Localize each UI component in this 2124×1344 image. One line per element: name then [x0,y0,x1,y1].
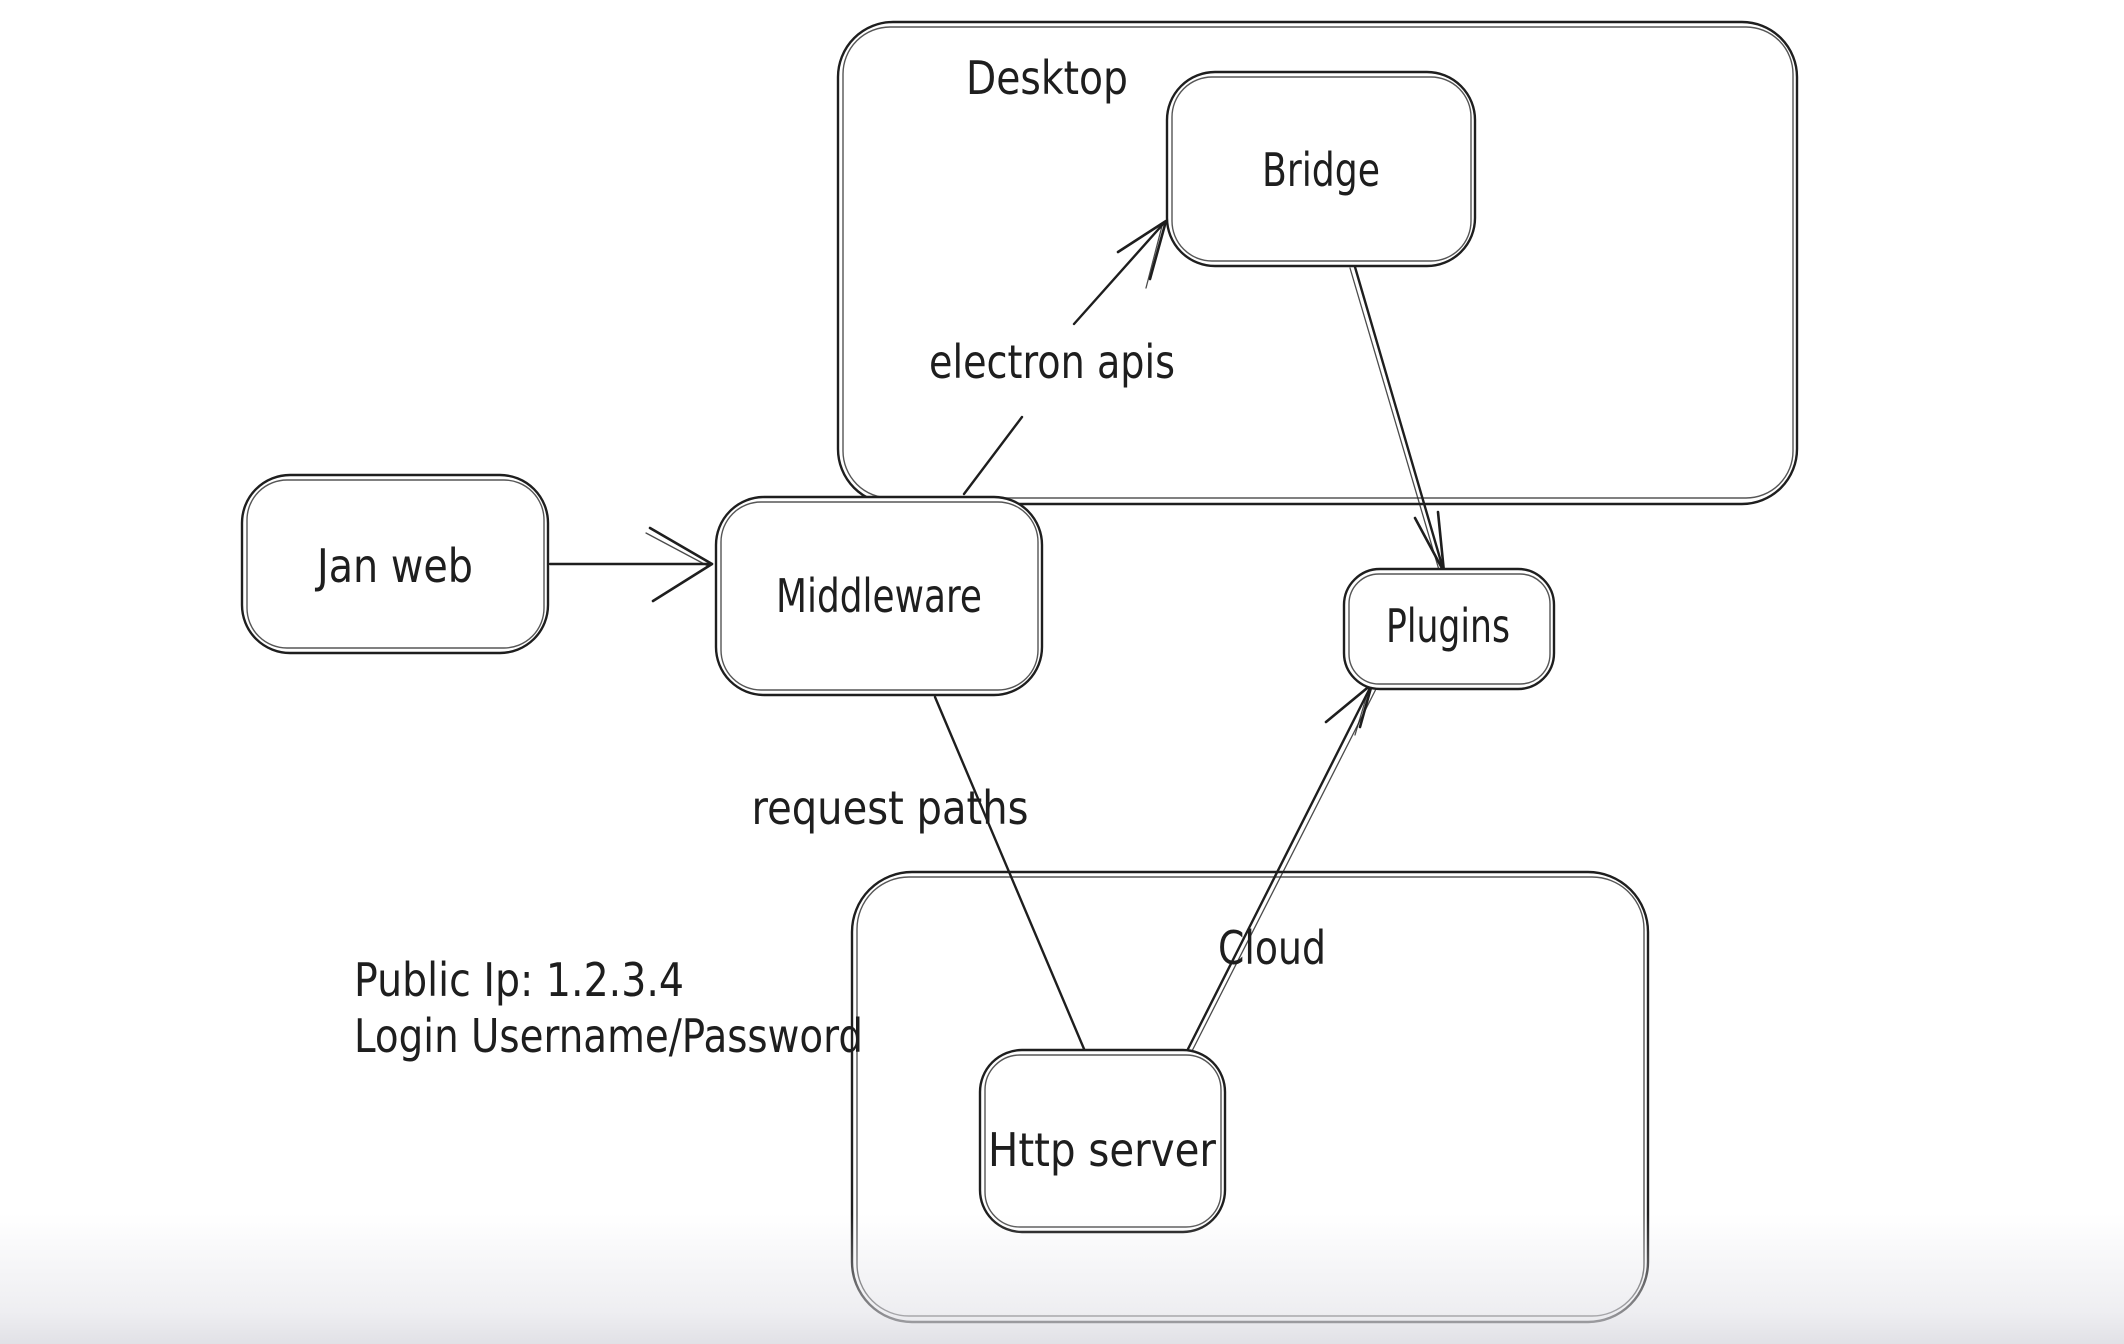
arrowhead-sketch [645,532,709,567]
node-bridge [1165,70,1477,268]
edge-line-upper [1072,221,1166,326]
node-plugins [1342,567,1556,691]
edge-line-lower [962,415,1024,496]
edge-line [1185,682,1374,1053]
desktop-container [836,20,1799,506]
arrowhead-up-icon [1324,682,1374,729]
jan-web-box-sketch [246,479,545,649]
bridge-box [1165,70,1477,268]
node-jan-web [240,473,550,655]
edge-bridge-to-plugins [1349,265,1446,574]
bridge-box-sketch [1171,76,1472,262]
edge-line [933,695,1089,1058]
arrowhead-sketch [1354,687,1370,736]
middleware-box-sketch [720,501,1039,691]
edge-line-sketch [1349,267,1440,571]
desktop-label: Desktop [966,51,1128,105]
arrowhead-sketch [1145,225,1163,289]
electron-apis-edge-label: electron apis [929,335,1175,389]
plugins-label: Plugins [1386,599,1510,653]
plugins-box [1342,567,1556,691]
jan-web-label: Jan web [314,539,473,593]
edge-middleware-to-httpserver [933,695,1089,1058]
bridge-label: Bridge [1262,143,1380,197]
desktop-frame [836,20,1799,506]
edge-janweb-to-middleware [548,526,714,603]
cloud-label: Cloud [1218,921,1326,975]
edge-line [1353,265,1446,574]
node-middleware [714,495,1044,697]
http-server-label: Http server [988,1123,1216,1177]
login-annotation: Login Username/Password [354,1009,863,1063]
edge-httpserver-to-plugins [1185,682,1377,1054]
arrowhead-right-icon [648,526,714,603]
public-ip-annotation: Public Ip: 1.2.3.4 [354,953,684,1007]
desktop-frame-sketch [842,26,1794,499]
middleware-label: Middleware [776,569,982,623]
middleware-box [714,495,1044,697]
request-paths-edge-label: request paths [752,781,1029,835]
plugins-box-sketch [1348,573,1551,685]
edge-line-sketch [1190,688,1377,1054]
jan-web-box [240,473,550,655]
